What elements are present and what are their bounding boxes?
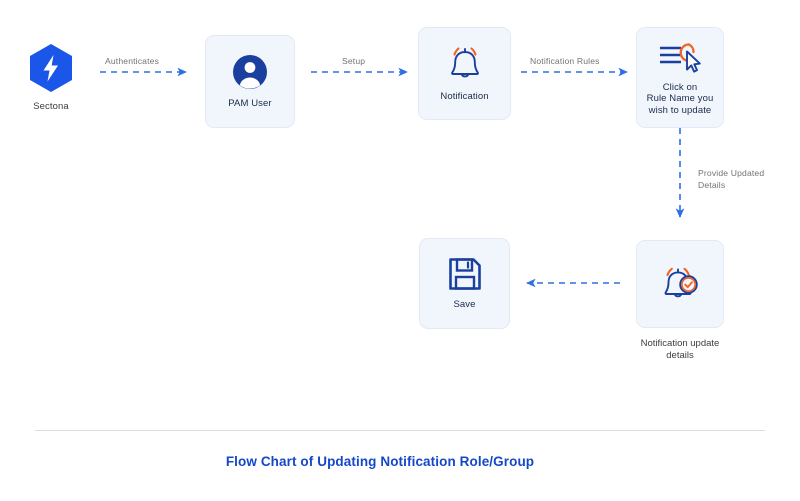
floppy-disk-save-icon xyxy=(447,256,483,292)
user-avatar-icon xyxy=(231,53,269,91)
node-label-click-rule-name: Click on Rule Name you wish to update xyxy=(646,81,714,116)
node-label-pam-user: PAM User xyxy=(228,98,272,110)
node-save[interactable]: Save xyxy=(419,238,510,329)
node-label-sectona: Sectona xyxy=(33,101,69,112)
bell-check-icon xyxy=(657,263,703,305)
sectona-hexagon-bolt-icon xyxy=(28,43,74,93)
node-notification-update-details[interactable] xyxy=(636,240,724,328)
node-notification[interactable]: Notification xyxy=(418,27,511,120)
node-click-rule-name[interactable]: Click on Rule Name you wish to update xyxy=(636,27,724,128)
node-label-notification: Notification xyxy=(440,91,489,103)
edge-label-setup: Setup xyxy=(342,56,366,66)
list-cursor-click-icon xyxy=(656,39,704,75)
edge-label-authenticates: Authenticates xyxy=(105,56,160,66)
node-sectona[interactable]: Sectona xyxy=(24,43,78,113)
footer-divider xyxy=(35,430,765,431)
node-label-notification-update-details: Notification update details xyxy=(640,338,720,361)
chart-title: Flow Chart of Updating Notification Role… xyxy=(225,454,535,469)
node-label-save: Save xyxy=(453,299,476,311)
node-pam-user[interactable]: PAM User xyxy=(205,35,295,128)
edge-label-provide-updated-details: Provide Updated Details xyxy=(698,168,765,190)
bell-ringing-icon xyxy=(443,44,487,84)
edge-label-notification-rules: Notification Rules xyxy=(530,56,600,66)
